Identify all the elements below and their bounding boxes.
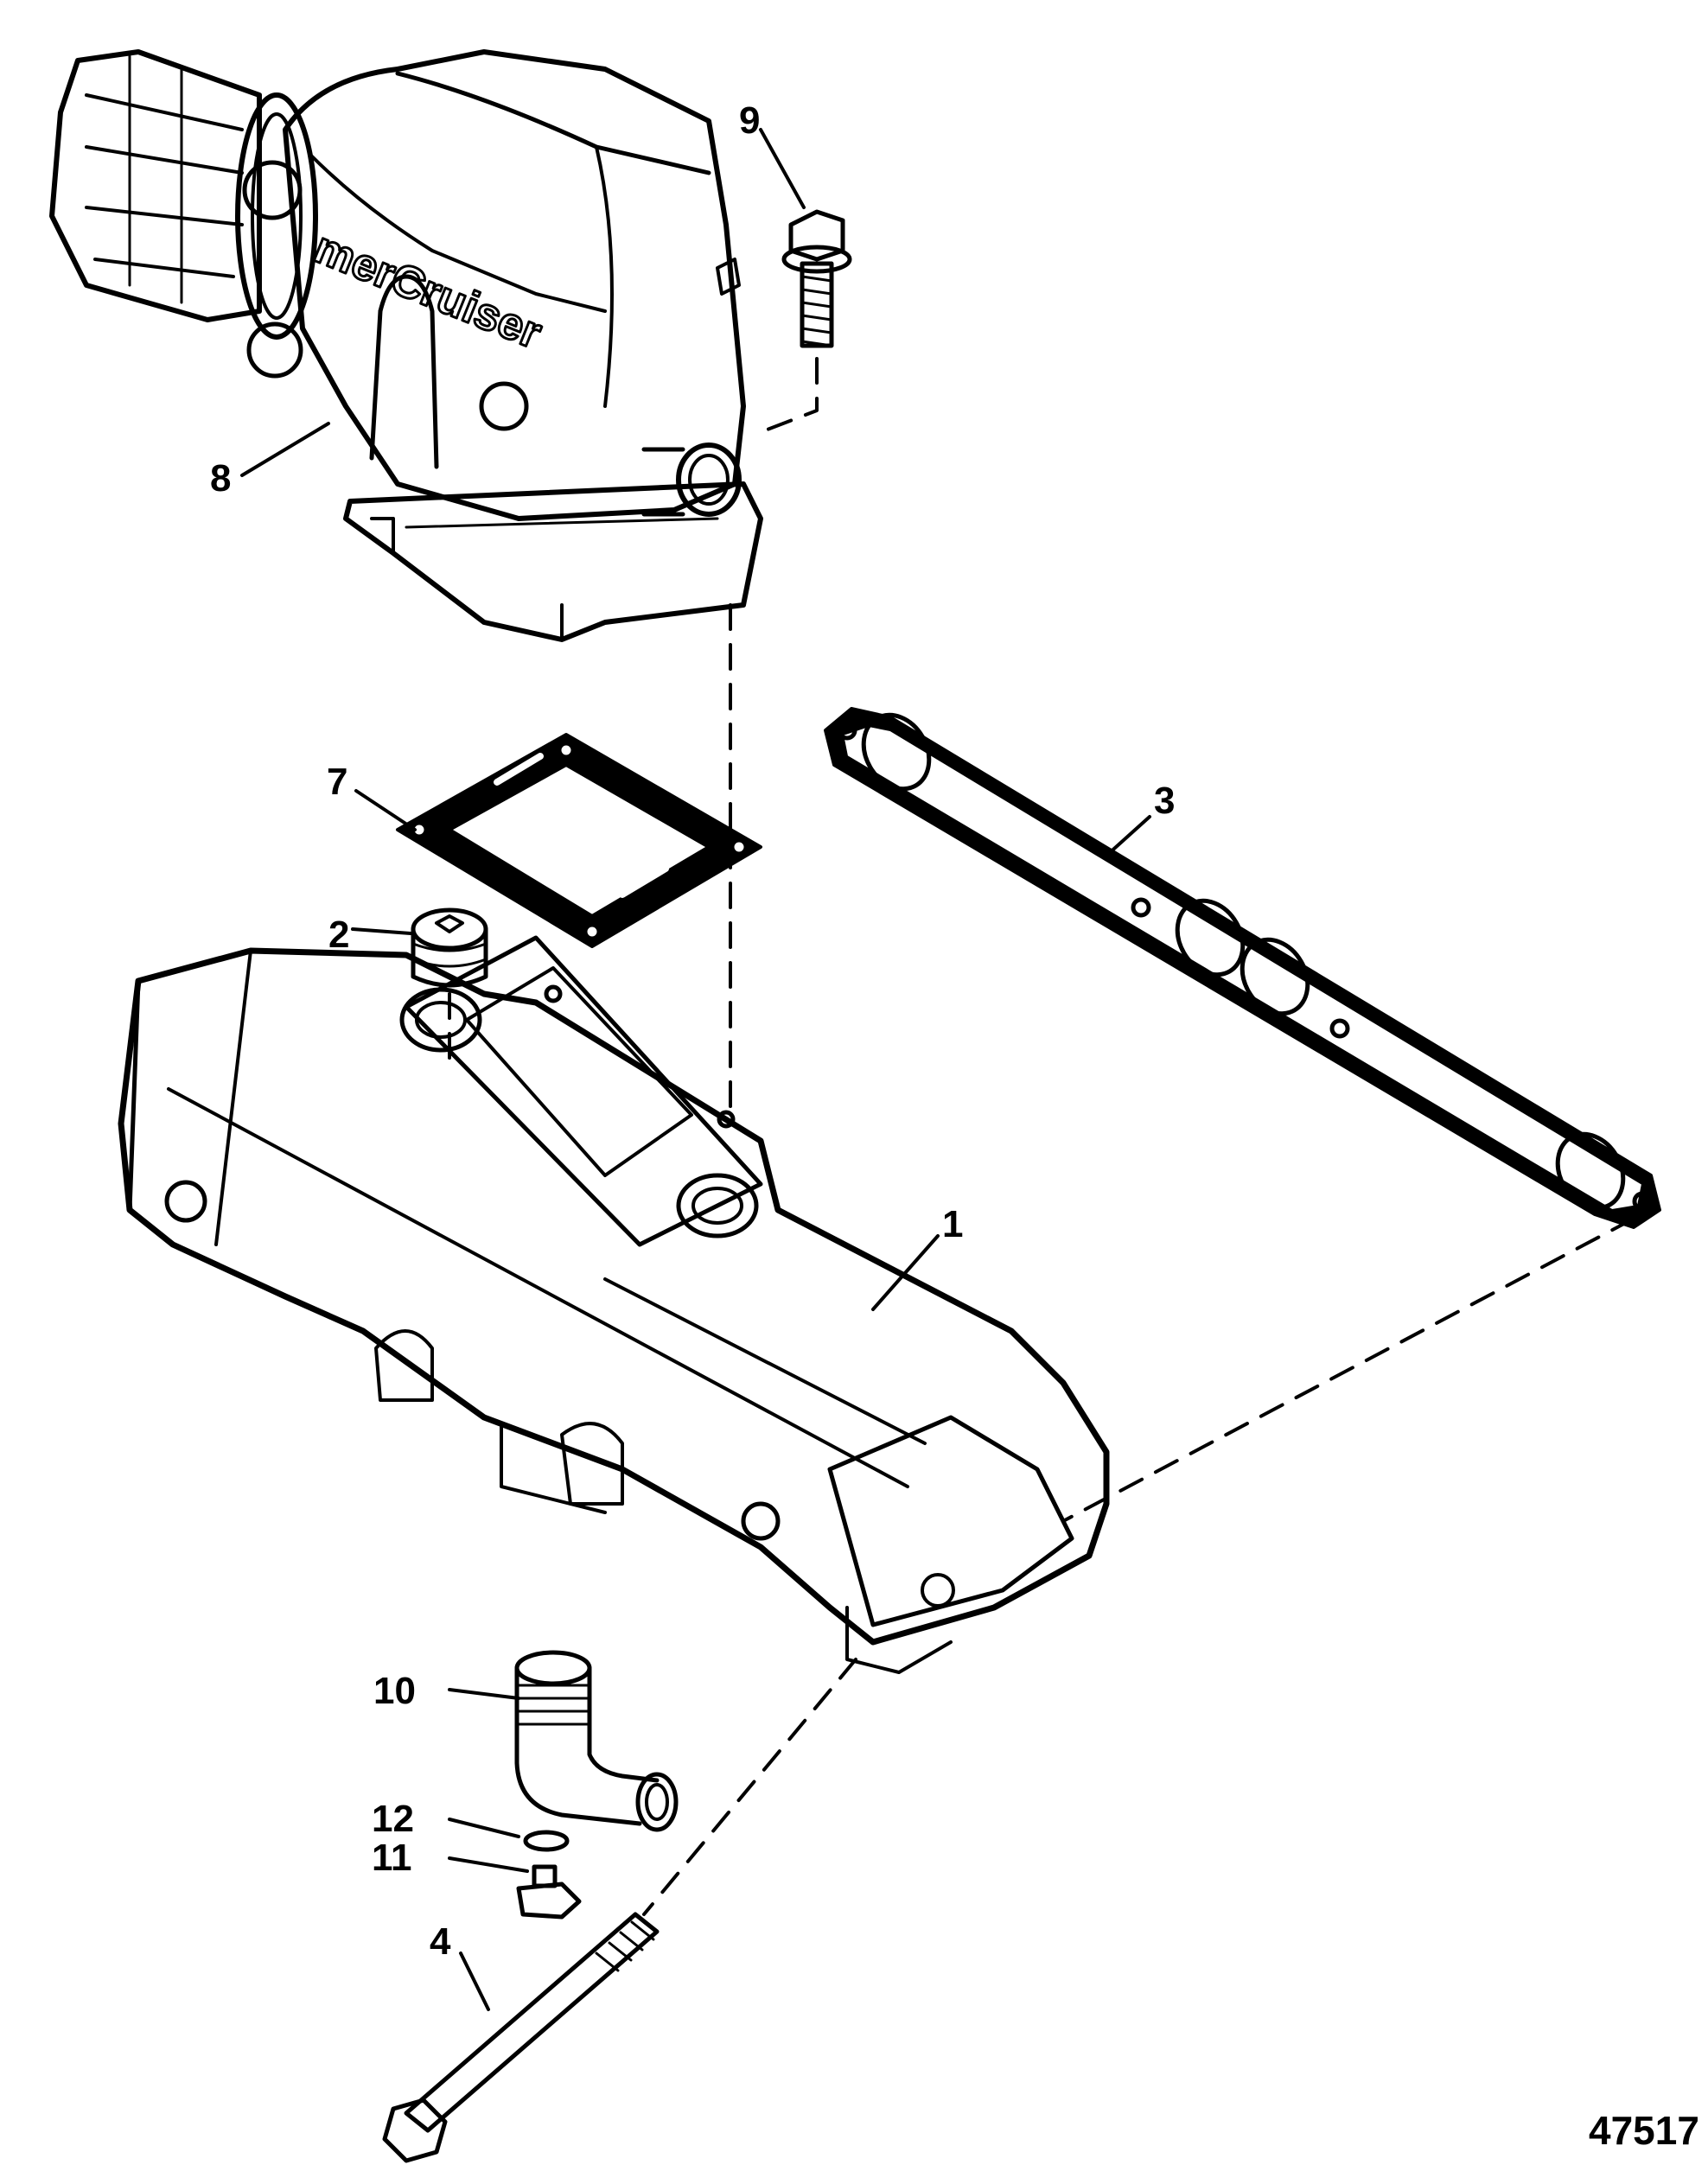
plug-2 [411,907,488,988]
bolt-9 [781,209,852,348]
gasket-7 [396,733,762,948]
leader-lines [240,128,1151,2011]
callout-7: 7 [327,761,348,803]
callout-8: 8 [210,457,232,500]
exhaust-manifold [118,935,1110,1674]
figure-number: 47517 [1589,2108,1699,2153]
drain-plug-11 [516,1864,582,1920]
callout-10: 10 [373,1670,416,1712]
callout-2: 2 [328,914,350,956]
callout-1: 1 [942,1203,964,1245]
brand-text: merCruiser [308,222,549,359]
o-ring-12 [523,1830,570,1852]
callout-4: 4 [430,1920,451,1963]
callout-3: 3 [1154,780,1176,822]
alignment-lines [448,357,1635,1916]
callout-11: 11 [372,1837,412,1879]
elbow-fitting-10 [514,1650,679,1832]
gasket-3 [824,707,1661,1229]
callout-9: 9 [739,99,761,142]
callout-12: 12 [372,1798,414,1840]
long-bolt-4 [382,1912,660,2163]
exhaust-elbow: merCruiser [49,49,763,642]
